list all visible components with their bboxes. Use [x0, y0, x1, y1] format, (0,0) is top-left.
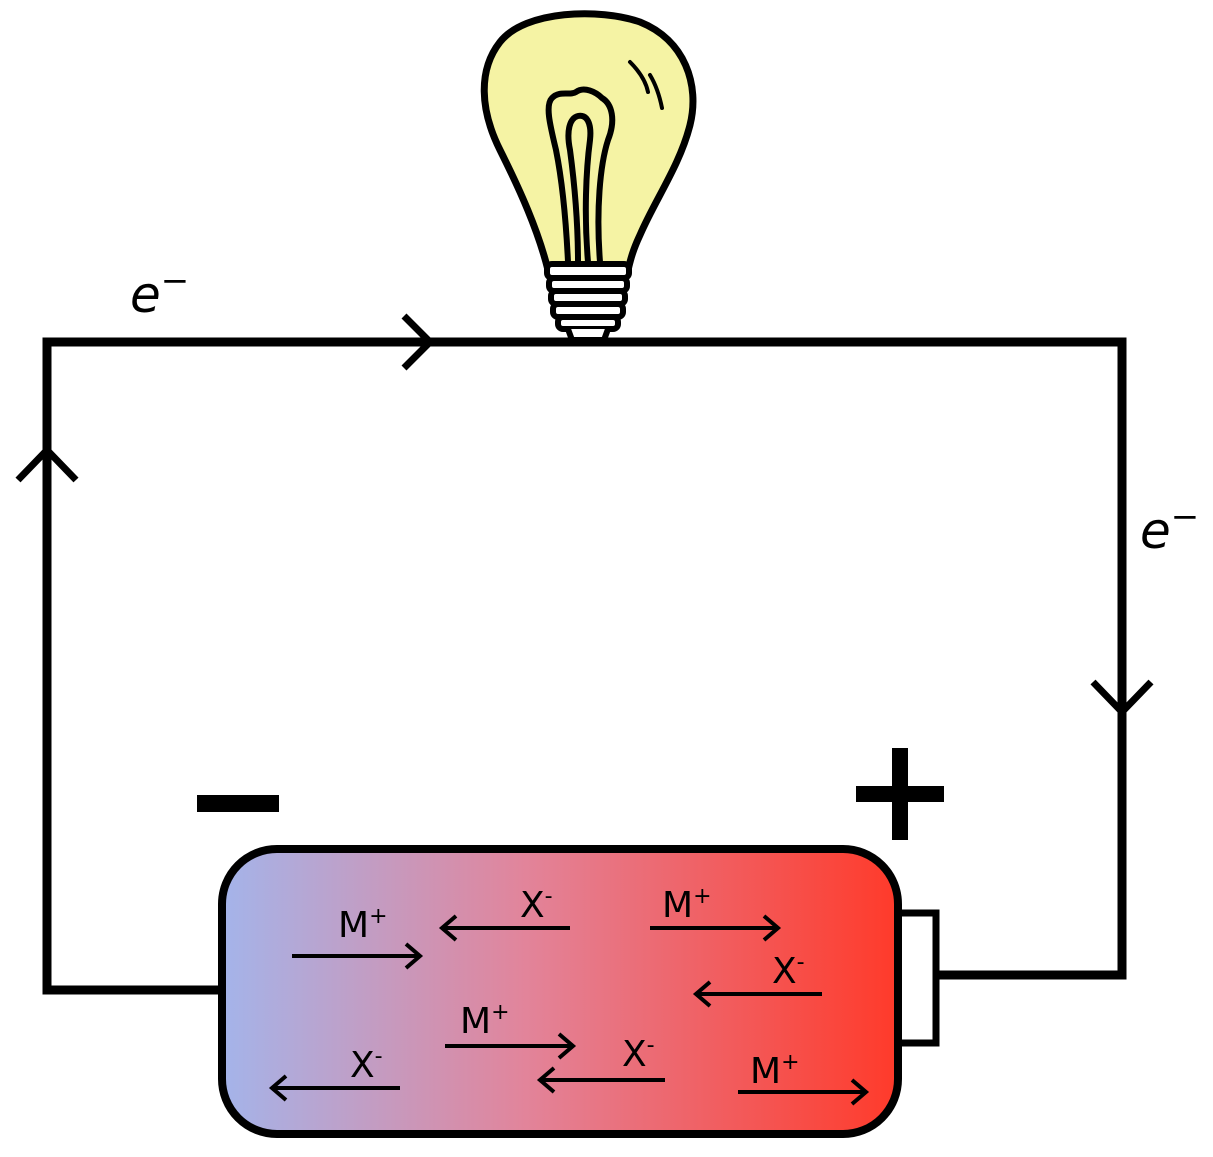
- ion-arrow-head: [536, 1066, 556, 1094]
- bulb-highlight: [628, 60, 664, 110]
- anion-ion-7: X-: [536, 1033, 665, 1094]
- current-arrow-right: [401, 313, 435, 371]
- svg-text:+: +: [900, 792, 901, 795]
- ion-label: X-: [520, 884, 553, 926]
- light-bulb-icon: [480, 10, 697, 343]
- current-arrow-up: [15, 444, 79, 483]
- cation-ion-5: M+: [445, 1000, 577, 1060]
- cation-ion-3: M+: [650, 884, 782, 942]
- ion-arrow-head: [268, 1074, 288, 1102]
- anion-ion-2: X-: [438, 884, 570, 942]
- ion-arrow-head: [404, 942, 424, 970]
- ion-layer: M+ X- M+ X- M+ X- X- M+: [268, 884, 870, 1106]
- ion-label: X-: [622, 1033, 655, 1075]
- ion-arrow-head: [850, 1078, 870, 1106]
- anion-ion-6: X-: [268, 1044, 400, 1102]
- battery-positive-cap: [892, 909, 940, 1047]
- ion-label: M+: [460, 1000, 510, 1042]
- ion-label: M+: [750, 1050, 800, 1092]
- ion-label: M+: [662, 884, 712, 926]
- bulb-base: [544, 261, 632, 343]
- anion-ion-4: X-: [692, 950, 822, 1008]
- ion-arrow-head: [762, 914, 782, 942]
- ion-arrow-head: [438, 914, 458, 942]
- svg-text:−: −: [238, 803, 239, 805]
- positive-terminal-sign: +: [856, 748, 944, 840]
- ion-label: M+: [338, 904, 388, 946]
- battery: [218, 845, 940, 1138]
- battery-body: [218, 845, 902, 1138]
- current-arrow-down: [1090, 679, 1154, 718]
- ion-label: X-: [772, 950, 805, 992]
- cation-ion-8: M+: [738, 1050, 870, 1106]
- electron-label-top: e−: [130, 261, 189, 324]
- ion-label: X-: [350, 1044, 383, 1086]
- cation-ion-1: M+: [292, 904, 424, 970]
- negative-terminal-sign: −: [197, 795, 279, 812]
- electron-label-right: e−: [1140, 497, 1199, 560]
- ion-arrow-head: [692, 980, 712, 1008]
- ion-arrow-head: [557, 1032, 577, 1060]
- bulb-filament: [545, 86, 616, 265]
